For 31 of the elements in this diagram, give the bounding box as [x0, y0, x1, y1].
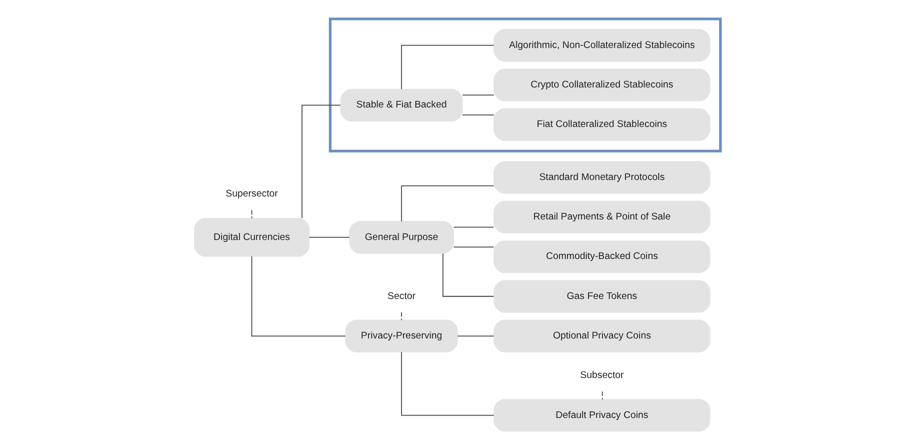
node-box: Optional Privacy Coins [494, 320, 710, 352]
connector [602, 391, 603, 400]
cluster [328, 18, 722, 152]
node-box: Default Privacy Coins [494, 399, 710, 432]
connector [401, 44, 494, 90]
connector [308, 236, 350, 238]
node-text: Supersector [226, 188, 278, 200]
connector [462, 114, 494, 116]
node-text: Sector [388, 290, 416, 302]
node-box: Algorithmic, Non-Collateralized Stablecoins [494, 29, 710, 62]
node-box: Stable & Fiat Backed [340, 88, 463, 122]
connector [453, 246, 494, 248]
node-box: Gas Fee Tokens [494, 280, 710, 313]
node-box: Standard Monetary Protocols [494, 161, 710, 194]
node-box: Retail Payments & Point of Sale [494, 200, 710, 234]
connector [251, 210, 252, 219]
connector [302, 104, 341, 219]
node-box: General Purpose [349, 221, 454, 254]
connector [401, 312, 402, 321]
node-box: Commodity-Backed Coins [494, 240, 710, 274]
node-box: Crypto Collateralized Stablecoins [494, 68, 710, 102]
connector [453, 226, 494, 228]
connector [251, 256, 346, 336]
connector [401, 352, 494, 416]
node-box: Digital Currencies [194, 218, 310, 257]
connector [442, 253, 494, 297]
connector [401, 185, 494, 222]
node-text: Subsector [580, 370, 624, 382]
connector [462, 94, 494, 96]
node-box: Fiat Collateralized Stablecoins [494, 108, 710, 141]
node-box: Privacy-Preserving [345, 320, 458, 352]
